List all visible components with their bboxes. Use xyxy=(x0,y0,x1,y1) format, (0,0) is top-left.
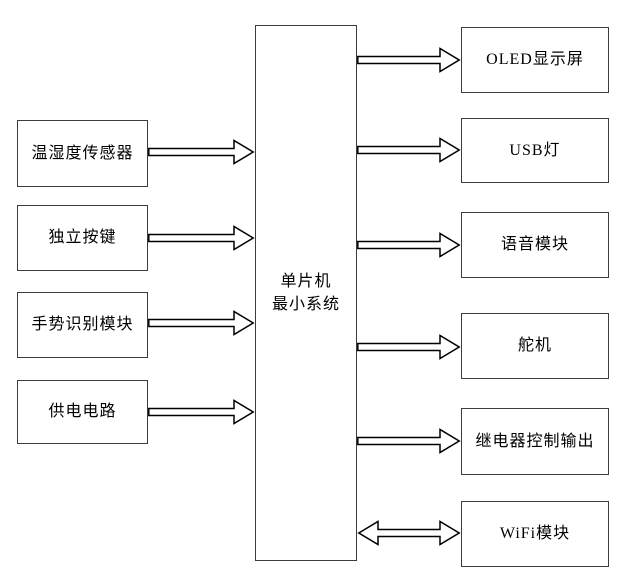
node-label: 舵机 xyxy=(517,337,552,355)
node-mcu-minimum-system: 单片机 最小系统 xyxy=(255,25,357,561)
node-label: 手势识别模块 xyxy=(31,316,134,334)
arrow-right-icon xyxy=(148,309,255,337)
node-voice-module: 语音模块 xyxy=(461,212,609,278)
node-label: WiFi模块 xyxy=(499,525,571,543)
node-label-line2: 最小系统 xyxy=(271,296,340,313)
node-label-line1: 单片机 xyxy=(280,272,332,290)
node-label: USB灯 xyxy=(509,141,561,159)
node-label: 单片机 最小系统 xyxy=(272,270,340,316)
arrow-right-icon xyxy=(148,224,255,252)
arrow-right-icon xyxy=(148,138,255,166)
node-label: 独立按键 xyxy=(48,229,117,247)
node-gesture-recognition-module: 手势识别模块 xyxy=(17,292,148,358)
arrow-right-icon xyxy=(148,398,255,426)
arrow-double-icon xyxy=(357,519,461,547)
arrow-right-icon xyxy=(357,333,461,361)
node-temp-humidity-sensor: 温湿度传感器 xyxy=(17,120,148,187)
node-usb-light: USB灯 xyxy=(461,118,609,183)
node-independent-keys: 独立按键 xyxy=(17,205,148,271)
node-label: 供电电路 xyxy=(48,403,117,421)
arrow-right-icon xyxy=(357,46,461,74)
arrow-right-icon xyxy=(357,231,461,259)
arrow-right-icon xyxy=(357,427,461,455)
node-oled-display: OLED显示屏 xyxy=(461,27,609,93)
arrow-right-icon xyxy=(357,136,461,164)
node-relay-control-output: 继电器控制输出 xyxy=(461,408,609,475)
node-label: 温湿度传感器 xyxy=(31,144,134,162)
node-power-supply-circuit: 供电电路 xyxy=(17,380,148,444)
node-servo: 舵机 xyxy=(461,313,609,379)
node-label: 继电器控制输出 xyxy=(475,432,595,450)
node-wifi-module: WiFi模块 xyxy=(461,501,609,567)
node-label: 语音模块 xyxy=(500,236,569,254)
node-label: OLED显示屏 xyxy=(486,51,584,69)
